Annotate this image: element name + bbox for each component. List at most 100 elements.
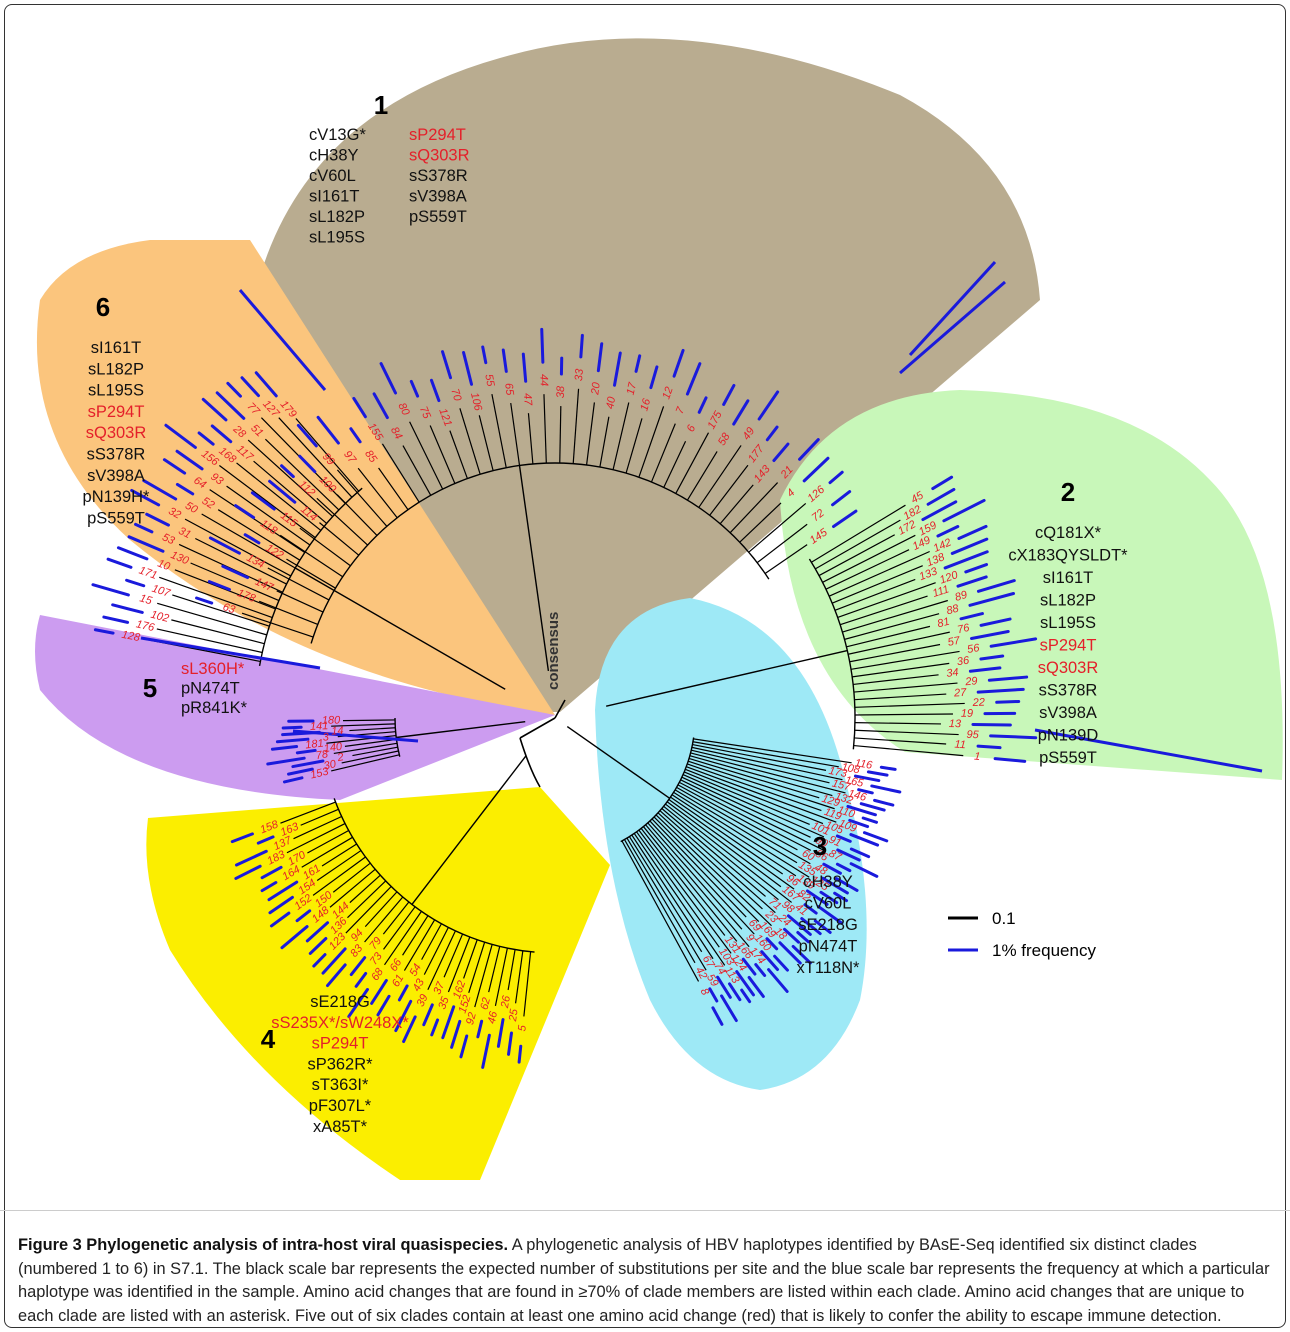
leaf-label: 162: [451, 979, 468, 1000]
leaf-branch: [854, 722, 941, 725]
frequency-bar: [835, 834, 852, 843]
root-branch: [519, 699, 566, 788]
leaf-branch: [686, 451, 718, 501]
frequency-bar: [849, 833, 880, 847]
leaf-label: 41: [793, 901, 810, 918]
leaf-label: 74: [711, 960, 728, 977]
frequency-bar: [976, 579, 1016, 593]
frequency-bar: [697, 396, 708, 414]
frequency-bar: [708, 987, 719, 1003]
frequency-bar: [221, 564, 250, 580]
frequency-bar: [481, 345, 488, 365]
leaf-branch: [854, 737, 947, 745]
mutation-label: cX183QYSLDT*: [1008, 547, 1128, 565]
frequency-bar: [861, 816, 878, 824]
frequency-bar: [968, 591, 1015, 607]
frequency-bar: [834, 877, 859, 892]
leaf-branch: [839, 595, 928, 626]
frequency-bar: [783, 927, 800, 944]
leaf-branch: [834, 578, 916, 611]
frequency-bar: [91, 583, 130, 597]
frequency-bar: [370, 978, 388, 1005]
leaf-branch: [293, 815, 342, 840]
leaf-branch: [687, 763, 822, 812]
clade-4-number: 4: [261, 1024, 276, 1054]
clade-5-number: 5: [143, 673, 157, 703]
frequency-bar: [308, 936, 328, 955]
leaf-branch: [837, 582, 936, 619]
frequency-bar: [979, 654, 1005, 661]
frequency-bar: [372, 392, 389, 420]
mutation-label: sL195S: [88, 382, 144, 400]
frequency-bar: [873, 798, 895, 807]
leaf-label: 80: [395, 401, 412, 418]
frequency-bar: [507, 1031, 513, 1056]
frequency-bar: [298, 454, 317, 474]
frequency-bar: [349, 427, 362, 444]
frequency-bar: [802, 456, 830, 483]
leaf-branch: [663, 440, 687, 488]
leaf-branch: [675, 432, 710, 494]
frequency-bar: [735, 970, 755, 997]
leaf-branch: [693, 738, 852, 764]
frequency-bar: [798, 438, 820, 461]
frequency-bar: [866, 770, 889, 777]
frequency-bar: [819, 890, 839, 905]
frequency-bar: [517, 1044, 523, 1064]
leaf-label: 84: [388, 425, 404, 442]
frequency-bar: [291, 759, 325, 769]
leaf-branch: [852, 662, 950, 678]
leaf-branch: [443, 933, 464, 978]
frequency-bar: [215, 391, 246, 420]
frequency-bar: [995, 699, 1021, 704]
leaf-branch: [683, 771, 810, 825]
leaf-branch: [523, 951, 532, 1017]
frequency-bar: [720, 994, 738, 1023]
frequency-bar: [796, 931, 810, 944]
frequency-bar: [441, 1005, 456, 1040]
leaf-branch: [171, 619, 265, 645]
leaf-branch: [429, 425, 456, 484]
mutation-label: sL195S: [1040, 614, 1096, 632]
frequency-bar: [805, 889, 829, 906]
leaf-branch: [301, 836, 353, 868]
leaf-branch: [674, 789, 798, 864]
mutation-label: cH38Y: [803, 873, 853, 891]
mutation-label: sS235X*/sW248X*: [271, 1014, 409, 1032]
frequency-bar: [450, 1019, 462, 1049]
leaf-label: 1: [974, 751, 981, 764]
frequency-bar: [767, 968, 789, 993]
leaf-branch: [427, 930, 456, 990]
frequency-bar: [376, 994, 391, 1017]
leaf-branch: [729, 482, 779, 534]
frequency-bar: [803, 903, 818, 915]
frequency-bar: [111, 603, 144, 614]
frequency-bar: [226, 381, 242, 398]
leaf-branch: [828, 550, 930, 597]
frequency-bars: [91, 260, 1263, 1069]
frequency-bar: [773, 954, 789, 972]
leaf-branch: [312, 856, 366, 896]
leaf-branch: [332, 862, 371, 893]
mutation-label: sP362R*: [307, 1055, 373, 1073]
frequency-bar: [234, 849, 268, 867]
leaf-label: 3: [322, 731, 330, 744]
leaf-branch: [685, 768, 824, 825]
leaf-branch: [307, 829, 349, 854]
leaf-branch: [621, 840, 700, 982]
leaf-branch: [321, 843, 357, 867]
leaf-branch: [692, 743, 827, 771]
leaf-branch: [671, 794, 797, 877]
leaf-label: 132: [833, 790, 854, 807]
clade-4-stem: [411, 755, 527, 905]
frequency-bar: [496, 1018, 505, 1048]
leaf-branch: [850, 650, 960, 670]
leaf-branch: [345, 886, 392, 934]
frequency-bar: [102, 615, 130, 624]
leaf-label: 91: [827, 834, 843, 850]
frequency-bar: [579, 333, 584, 359]
leaf-branch: [612, 402, 630, 470]
mutation-label: sE218G: [798, 916, 858, 934]
mutation-label: cH38Y: [309, 147, 359, 165]
leaf-branch: [280, 801, 336, 824]
